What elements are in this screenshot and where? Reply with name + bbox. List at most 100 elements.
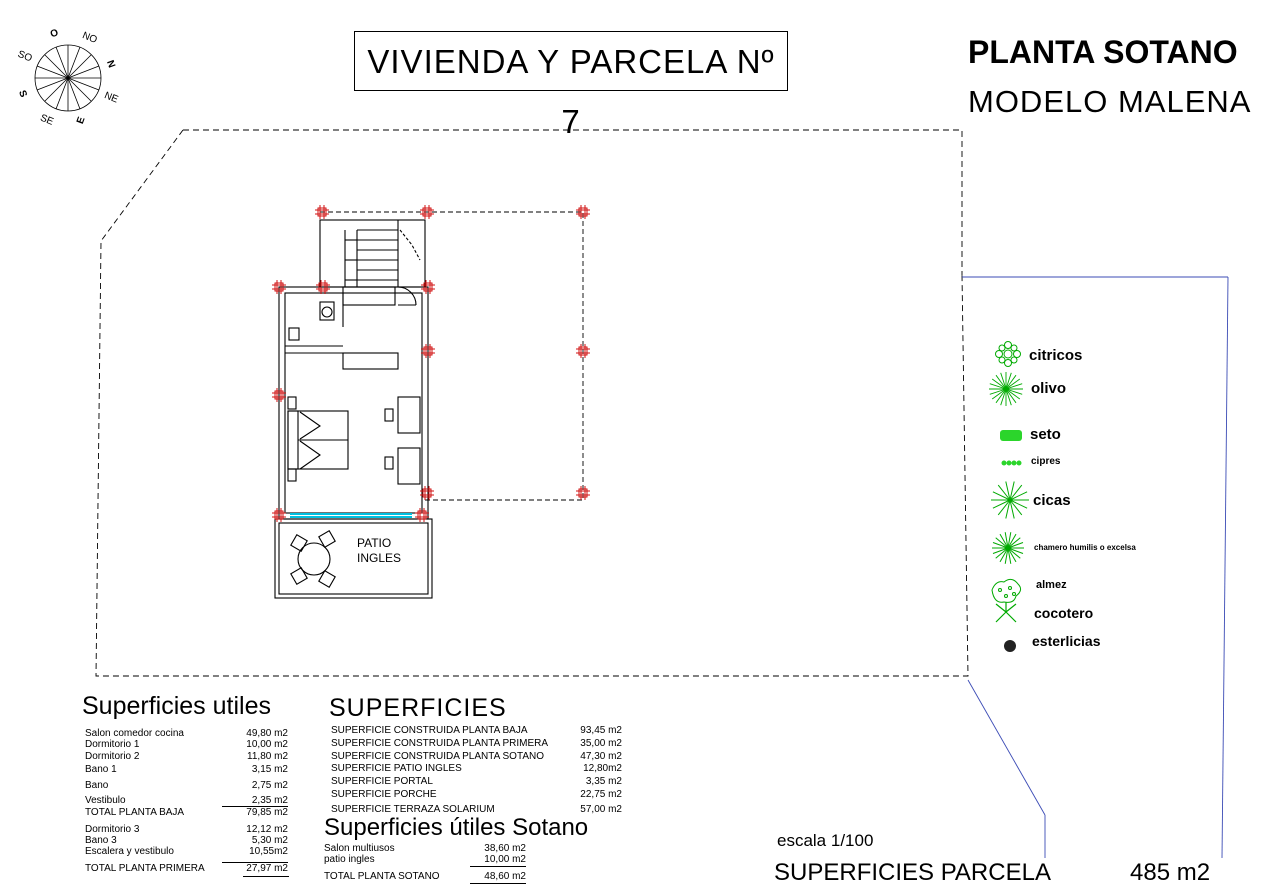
superficies-row-name: SUPERFICIE CONSTRUIDA PLANTA SOTANO [331, 751, 544, 762]
column-marker [415, 508, 429, 522]
utiles-row-value: 12,12 m2 [246, 824, 288, 835]
legend-label-olivo: olivo [1031, 380, 1067, 397]
column-marker [421, 280, 435, 294]
superficies-row-value: 3,35 m2 [585, 776, 622, 787]
utiles-row-value: 5,30 m2 [251, 835, 288, 846]
legend-label-chamero: chamero humilis o excelsa [1034, 543, 1136, 552]
column-marker [420, 486, 434, 500]
adjacent-plot-lines [962, 276, 1229, 859]
superficies-row-value: 35,00 m2 [580, 738, 622, 749]
column-markers [272, 205, 590, 522]
sotano-row-value: 38,60 m2 [484, 843, 526, 854]
utiles-row-name: Bano [85, 780, 109, 791]
sotano-row-value: 10,00 m2 [484, 854, 526, 865]
citricos-icon [995, 341, 1021, 367]
utiles-row-value: 27,97 m2 [246, 863, 288, 874]
cocotero-icon [995, 602, 1017, 623]
utiles-row-value: 11,80 m2 [247, 751, 288, 762]
patio-label: PATIO INGLES [357, 536, 401, 565]
utiles-row-name: TOTAL PLANTA BAJA [85, 807, 185, 818]
almez-icon [991, 578, 1022, 603]
basement-walls [278, 219, 429, 520]
plan-title: VIVIENDA Y PARCELA Nº 7 [354, 31, 788, 140]
legend-label-cicas: cicas [1033, 492, 1071, 509]
legend-label-cipres: cipres [1031, 456, 1061, 467]
compass-labels: O NO N NE E SE S SO [16, 27, 120, 128]
utiles-row-name: Vestibulo [85, 795, 126, 806]
superficies-row-name: SUPERFICIE CONSTRUIDA PLANTA BAJA [331, 725, 528, 736]
sotano-row-name: patio ingles [324, 854, 375, 865]
scale-label: escala 1/100 [777, 831, 874, 850]
superficies-row-name: SUPERFICIE PATIO INGLES [331, 763, 462, 774]
compass-s: S [16, 89, 29, 99]
patio-label-line2: INGLES [357, 551, 401, 565]
parcel-boundary [95, 129, 969, 677]
sotano-title: Superficies útiles Sotano [324, 814, 589, 841]
legend-label-cocotero: cocotero [1034, 605, 1094, 621]
superficies-row-name: SUPERFICIE PORTAL [331, 776, 433, 787]
column-marker [272, 388, 286, 402]
column-marker [272, 280, 286, 294]
cipres-icon [1001, 460, 1022, 466]
utiles-row-name: TOTAL PLANTA PRIMERA [85, 863, 205, 874]
superficies-row-name: SUPERFICIE PORCHE [331, 789, 437, 800]
column-marker [420, 205, 434, 219]
utiles-row-value: 10,55m2 [249, 846, 288, 857]
column-marker [421, 344, 435, 358]
compass-n: N [104, 59, 117, 70]
table-rule [470, 866, 526, 867]
compass-no: NO [81, 30, 99, 46]
superficies-row-value: 57,00 m2 [580, 804, 622, 815]
legend-label-citricos: citricos [1029, 347, 1083, 364]
utiles-row-value: 2,75 m2 [251, 780, 288, 791]
column-marker [576, 205, 590, 219]
utiles-row-value: 3,15 m2 [251, 764, 288, 775]
sotano-row-value: 48,60 m2 [484, 871, 526, 882]
olivo-icon [989, 372, 1023, 406]
superficies-row-value: 22,75 m2 [580, 789, 622, 800]
window-patio [290, 513, 412, 518]
legend-label-almez: almez [1036, 579, 1067, 591]
utiles-row-name: Dormitorio 3 [85, 824, 140, 835]
column-marker [576, 486, 590, 500]
column-marker [576, 344, 590, 358]
parcel-area-label: SUPERFICIES PARCELA [774, 859, 1051, 886]
utiles-title: Superficies utiles [82, 692, 271, 720]
sotano-row-name: TOTAL PLANTA SOTANO [324, 871, 440, 882]
utiles-row-name: Dormitorio 1 [85, 739, 140, 750]
compass-e: E [75, 115, 88, 125]
table-rule [243, 876, 289, 877]
chamero-icon [992, 532, 1024, 564]
superficies-row-name: SUPERFICIE TERRAZA SOLARIUM [331, 804, 495, 815]
column-marker [272, 508, 286, 522]
seto-icon [1000, 430, 1022, 441]
sotano-row-name: Salon multiusos [324, 843, 395, 854]
column-marker [315, 205, 329, 219]
patio-ingles-area [274, 518, 433, 599]
utiles-row-name: Salon comedor cocina [85, 728, 184, 739]
legend-label-seto: seto [1030, 426, 1061, 443]
model-name: MODELO MALENA [968, 84, 1252, 119]
cicas-icon [991, 481, 1029, 519]
utiles-row-value: 79,85 m2 [246, 807, 288, 818]
legend-label-esterlicias: esterlicias [1032, 633, 1101, 649]
patio-label-line1: PATIO [357, 536, 391, 550]
table-rule [222, 862, 288, 863]
compass-so: SO [16, 49, 34, 65]
utiles-row-name: Bano 3 [85, 835, 117, 846]
utiles-row-value: 49,80 m2 [246, 728, 288, 739]
utiles-row-name: Dormitorio 2 [85, 751, 140, 762]
column-marker [316, 280, 330, 294]
utiles-row-name: Bano 1 [85, 764, 117, 775]
legend-icons [989, 341, 1029, 652]
superficies-row-value: 12,80m2 [583, 763, 622, 774]
utiles-row-value: 2,35 m2 [251, 795, 288, 806]
upper-floor-footprint [319, 211, 584, 501]
utiles-row-value: 10,00 m2 [246, 739, 288, 750]
superficies-title: SUPERFICIES [329, 694, 507, 722]
esterlicias-icon [1004, 640, 1016, 652]
utiles-row-name: Escalera y vestibulo [85, 846, 174, 857]
compass-ne: NE [103, 90, 120, 106]
compass-rose [34, 44, 102, 112]
